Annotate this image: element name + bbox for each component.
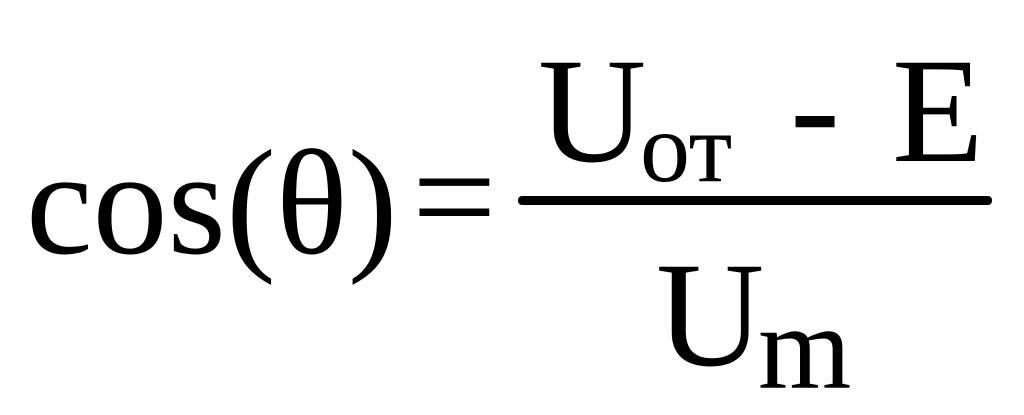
numerator-term: E xyxy=(892,28,984,194)
denominator-symbol: U xyxy=(656,232,765,398)
equals-sign: = xyxy=(412,114,497,280)
numerator-symbol: U xyxy=(538,28,647,194)
numerator-subscript: от xyxy=(640,92,733,203)
fraction-bar xyxy=(518,196,992,205)
formula-lhs: cos(θ) xyxy=(26,120,398,286)
minus-sign: - xyxy=(790,24,840,190)
denominator-subscript: m xyxy=(758,281,852,414)
